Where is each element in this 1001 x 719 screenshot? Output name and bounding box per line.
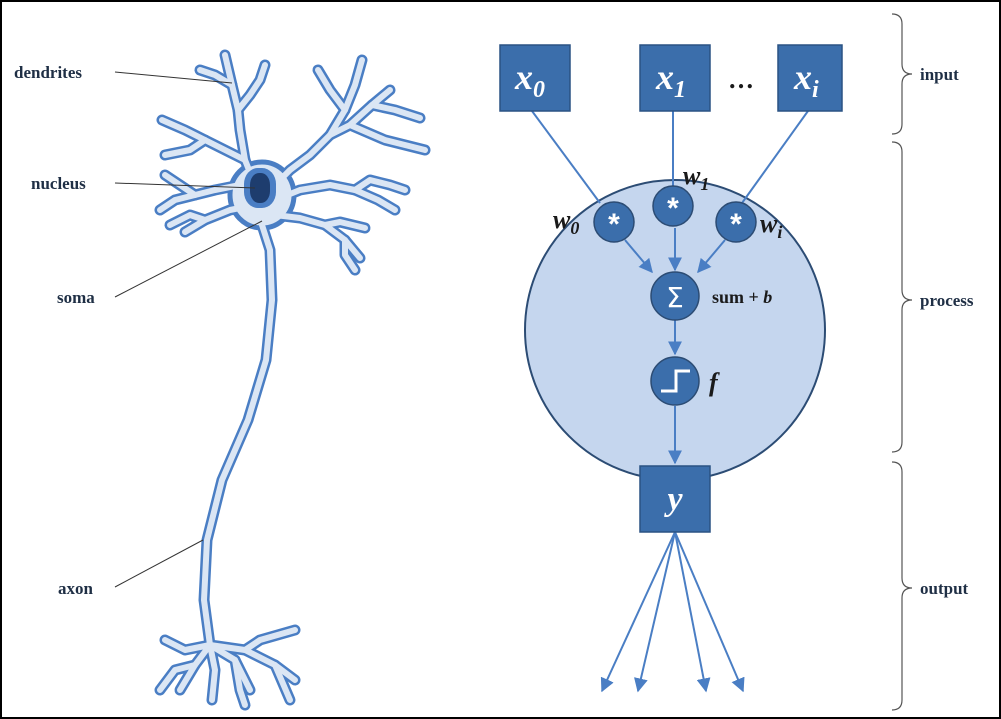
input-ellipsis: … — [728, 65, 754, 94]
edge-x0-w0 — [532, 111, 600, 203]
w0-label: w0 — [553, 205, 579, 238]
weight-node-wi: * — [716, 202, 756, 242]
weight-node-w1: * — [653, 186, 693, 226]
sum-node: Σ — [651, 272, 699, 320]
xi-sub: i — [812, 77, 819, 103]
x0-base: x — [514, 57, 533, 97]
w1-mult-symbol: * — [667, 192, 679, 225]
edge-xi-wi — [742, 111, 808, 203]
output-arrow-3 — [675, 532, 706, 691]
w1-label: w1 — [683, 161, 709, 194]
biological-neuron — [160, 55, 425, 705]
input-brace — [892, 14, 912, 134]
axon-label: axon — [58, 579, 94, 598]
stage-braces — [892, 14, 912, 710]
sum-label: sum + b — [712, 287, 772, 307]
activation-node — [651, 357, 699, 405]
input-xi: xi — [778, 45, 842, 111]
sum-symbol: Σ — [666, 281, 684, 314]
xi-base: x — [793, 57, 812, 97]
output-y: y — [640, 466, 710, 532]
weight-node-w0: * — [594, 202, 634, 242]
output-arrow-2 — [638, 532, 675, 691]
wi-label: wi — [760, 209, 782, 242]
x1-sub: 1 — [674, 77, 686, 103]
x0-sub: 0 — [533, 77, 545, 103]
process-brace — [892, 142, 912, 452]
input-x0: x0 — [500, 45, 570, 111]
nucleus-label: nucleus — [31, 174, 86, 193]
bias-label: b — [763, 287, 772, 307]
stage-output-label: output — [920, 579, 969, 598]
wi-mult-symbol: * — [730, 208, 742, 241]
input-x1: x1 — [640, 45, 710, 111]
stage-process-label: process — [920, 291, 974, 310]
soma-label: soma — [57, 288, 95, 307]
output-arrow-4 — [675, 532, 743, 691]
stage-input-label: input — [920, 65, 959, 84]
x1-base: x — [655, 57, 674, 97]
output-brace — [892, 462, 912, 710]
dendrites-label: dendrites — [14, 63, 82, 82]
w0-mult-symbol: * — [608, 208, 620, 241]
output-arrow-1 — [602, 532, 675, 691]
